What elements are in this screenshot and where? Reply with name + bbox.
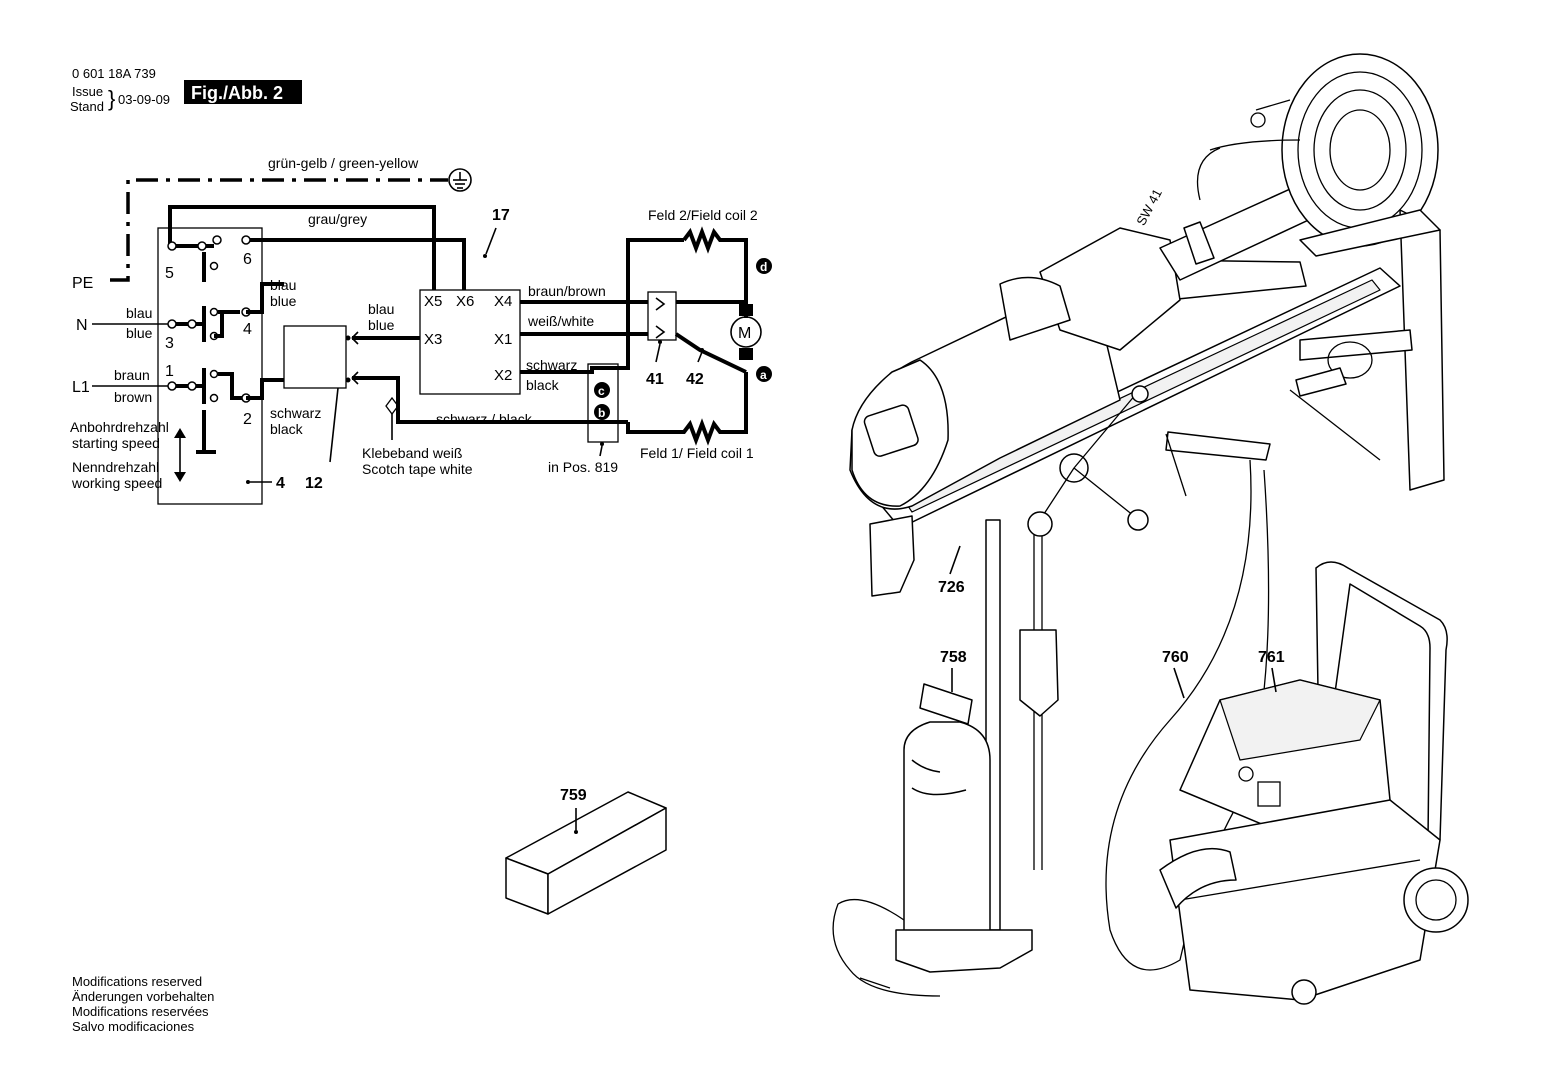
issue-label: Issue (72, 84, 103, 99)
x3-wire-label-en: blue (368, 317, 395, 333)
wiring-diagram: grün-gelb / green-yellow grau/grey (70, 155, 772, 505)
field-coil-2-label: Feld 2/Field coil 2 (648, 207, 758, 223)
tape-label-de: Klebeband weiß (362, 445, 462, 461)
brush-wire-top (676, 300, 748, 318)
in-pos-label: in Pos. 819 (548, 459, 618, 475)
brace-icon: } (108, 86, 115, 111)
stand-label: Stand (70, 99, 104, 114)
l1-label: L1 (72, 379, 90, 396)
board-term-x5: X5 (424, 293, 442, 310)
part-number: 0 601 18A 739 (72, 66, 156, 81)
motor-label: M (738, 325, 751, 342)
n-label: N (76, 317, 88, 334)
module-black-wire (352, 376, 628, 424)
brush-ref-41: 41 (646, 371, 664, 388)
footer-line-es: Salvo modificaciones (72, 1019, 195, 1034)
switch-contacts (167, 235, 251, 454)
drill-rig-illustration (832, 53, 1445, 997)
x6-wire (246, 238, 466, 290)
switch-ref: 4 (276, 475, 285, 492)
callout-759: 759 (560, 787, 587, 804)
callout-760: 760 (1162, 649, 1189, 666)
pe-wire (110, 178, 448, 282)
electronic-module (283, 325, 347, 389)
brush-ref-42: 42 (686, 371, 704, 388)
field-coil-1 (626, 372, 748, 446)
motor-icon (730, 316, 762, 348)
connector-c: c (598, 384, 605, 398)
connector-d: d (760, 260, 767, 274)
board-ref: 17 (492, 207, 510, 224)
brush-wire (674, 332, 747, 374)
issue-date: 03-09-09 (118, 92, 170, 107)
n-wire-label-en: blue (126, 325, 153, 341)
brush-box (647, 291, 677, 341)
footer-line-fr: Modifications reservées (72, 1004, 209, 1019)
l1-wire-label-en: brown (114, 389, 152, 405)
brown-wire-label: braun/brown (528, 283, 606, 299)
switch-term-3: 3 (165, 335, 174, 352)
grey-wire-label: grau/grey (308, 211, 367, 227)
black-board-wire (520, 238, 678, 374)
bottom-wire-label: schwarz / black (436, 411, 533, 427)
switch-term-2: 2 (243, 411, 252, 428)
figure-badge: Fig./Abb. 2 (191, 83, 283, 103)
callout-sw41: SW 41 (1133, 186, 1165, 227)
control-board (419, 289, 521, 395)
board-term-x4: X4 (494, 293, 512, 310)
starting-speed-de: Anbohrdrehzahl (70, 419, 169, 435)
blue-wire-upper (246, 282, 284, 314)
black-wire-label-2-de: schwarz (526, 357, 577, 373)
working-speed-de: Nenndrehzahl (72, 459, 159, 475)
tape-label-en: Scotch tape white (362, 461, 473, 477)
black-wire-label-2-en: black (526, 377, 560, 393)
connector-block-819 (587, 363, 619, 443)
part-759-box (505, 791, 667, 915)
tape-symbol (385, 396, 399, 416)
board-term-x6: X6 (456, 293, 474, 310)
white-wire-label: weiß/white (527, 313, 594, 329)
figure-badge-bg (184, 80, 302, 104)
board-term-x3: X3 (424, 331, 442, 348)
switch-housing (157, 227, 263, 505)
double-arrow-icon (174, 428, 186, 482)
footer-line-en: Modifications reserved (72, 974, 202, 989)
footer-line-de: Änderungen vorbehalten (72, 989, 214, 1004)
board-term-x1: X1 (494, 331, 512, 348)
starting-speed-en: starting speed (72, 435, 160, 451)
blue-wire-label-de: blau (270, 277, 296, 293)
switch-term-1: 1 (165, 363, 174, 380)
switch-term-6: 6 (243, 251, 252, 268)
field-coil-2 (682, 226, 748, 302)
grey-wire (168, 205, 436, 290)
field-coil-1-label: Feld 1/ Field coil 1 (640, 445, 754, 461)
vacuum-cleaner-761 (1159, 561, 1469, 1005)
pe-label: PE (72, 275, 93, 292)
black-wire-lower (246, 378, 284, 400)
callout-758: 758 (940, 649, 967, 666)
n-wire-label-de: blau (126, 305, 152, 321)
switch-term-4: 4 (243, 321, 252, 338)
connector-b: b (598, 406, 605, 420)
switch-term-5: 5 (165, 265, 174, 282)
module-ref: 12 (305, 475, 323, 492)
blue-wire-label-en: blue (270, 293, 297, 309)
board-term-x2: X2 (494, 367, 512, 384)
ground-icon (448, 168, 472, 192)
l1-wire-label-de: braun (114, 367, 150, 383)
ground-wire-label: grün-gelb / green-yellow (268, 155, 419, 171)
callout-726: 726 (938, 579, 965, 596)
connector-a: a (760, 368, 767, 382)
working-speed-en: working speed (71, 475, 162, 491)
black-wire-label-de: schwarz (270, 405, 321, 421)
x3-wire-label-de: blau (368, 301, 394, 317)
callout-761: 761 (1258, 649, 1285, 666)
black-wire-label-en: black (270, 421, 304, 437)
